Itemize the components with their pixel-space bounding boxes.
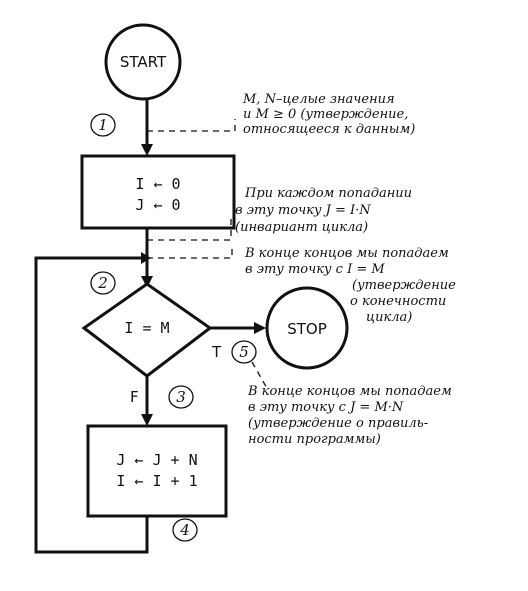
stop-node bbox=[265, 286, 349, 370]
point-1-circle bbox=[90, 113, 116, 137]
note-correctness-line-4: ности программы) bbox=[248, 432, 381, 447]
note-correctness-line-2: в эту точку с J = M·N bbox=[248, 400, 404, 415]
body-line-1: J ← J + N bbox=[116, 451, 197, 469]
note-invariant-line-2: в эту точку J = I·N bbox=[235, 203, 371, 218]
decision-diamond bbox=[81, 282, 213, 378]
note-input-line-3: относящееся к данным) bbox=[243, 122, 415, 137]
leader-correctness-note bbox=[251, 361, 269, 391]
arrowhead-loop bbox=[141, 252, 151, 264]
leader-input-note bbox=[147, 119, 236, 132]
note-input-line-1: M, N–целые значения bbox=[242, 92, 395, 107]
point-5-circle bbox=[231, 340, 257, 364]
point-3-label: 3 bbox=[176, 388, 186, 406]
arrowhead-init bbox=[141, 144, 153, 156]
arrowhead-body bbox=[141, 414, 153, 426]
point-1-label: 1 bbox=[98, 116, 108, 134]
point-2-circle bbox=[90, 271, 116, 295]
note-invariant-line-3: (инвариант цикла) bbox=[235, 220, 368, 235]
note-input-line-2: и M ≥ 0 (утверждение, bbox=[243, 107, 408, 122]
note-invariant-line-1: При каждом попадании bbox=[244, 186, 412, 201]
note-correctness-line-1: В конце концов мы попадаем bbox=[247, 384, 452, 399]
false-branch-label: F bbox=[130, 388, 139, 406]
note-correctness-line-3: (утверждение о правиль- bbox=[248, 416, 428, 431]
start-label: START bbox=[120, 53, 167, 71]
connector-loop-back bbox=[34, 256, 149, 554]
note-termination-line-5: цикла) bbox=[366, 310, 412, 325]
true-branch-label: T bbox=[211, 343, 222, 361]
leader-invariant-note bbox=[147, 215, 232, 241]
init-box bbox=[80, 154, 236, 230]
note-termination-line-3: (утверждение bbox=[352, 278, 456, 293]
point-4-label: 4 bbox=[179, 521, 190, 539]
point-4-circle bbox=[172, 518, 198, 542]
point-2-label: 2 bbox=[97, 274, 108, 292]
stop-label: STOP bbox=[287, 320, 327, 338]
note-termination-line-1: В конце концов мы попадаем bbox=[244, 246, 449, 261]
init-line-1: I ← 0 bbox=[135, 175, 180, 193]
init-line-2: J ← 0 bbox=[135, 196, 180, 214]
body-line-2: I ← I + 1 bbox=[116, 472, 197, 490]
decision-label: I = M bbox=[124, 319, 169, 337]
arrowhead-stop bbox=[254, 322, 266, 334]
loop-body-box bbox=[86, 424, 228, 518]
point-3-circle bbox=[168, 385, 194, 409]
leader-termination-note bbox=[147, 248, 233, 259]
point-5-label: 5 bbox=[239, 343, 249, 361]
arrowhead-decision bbox=[141, 276, 153, 288]
note-termination-line-2: в эту точку с I = M bbox=[245, 262, 385, 277]
start-node bbox=[104, 23, 182, 101]
note-termination-line-4: о конечности bbox=[350, 294, 446, 309]
